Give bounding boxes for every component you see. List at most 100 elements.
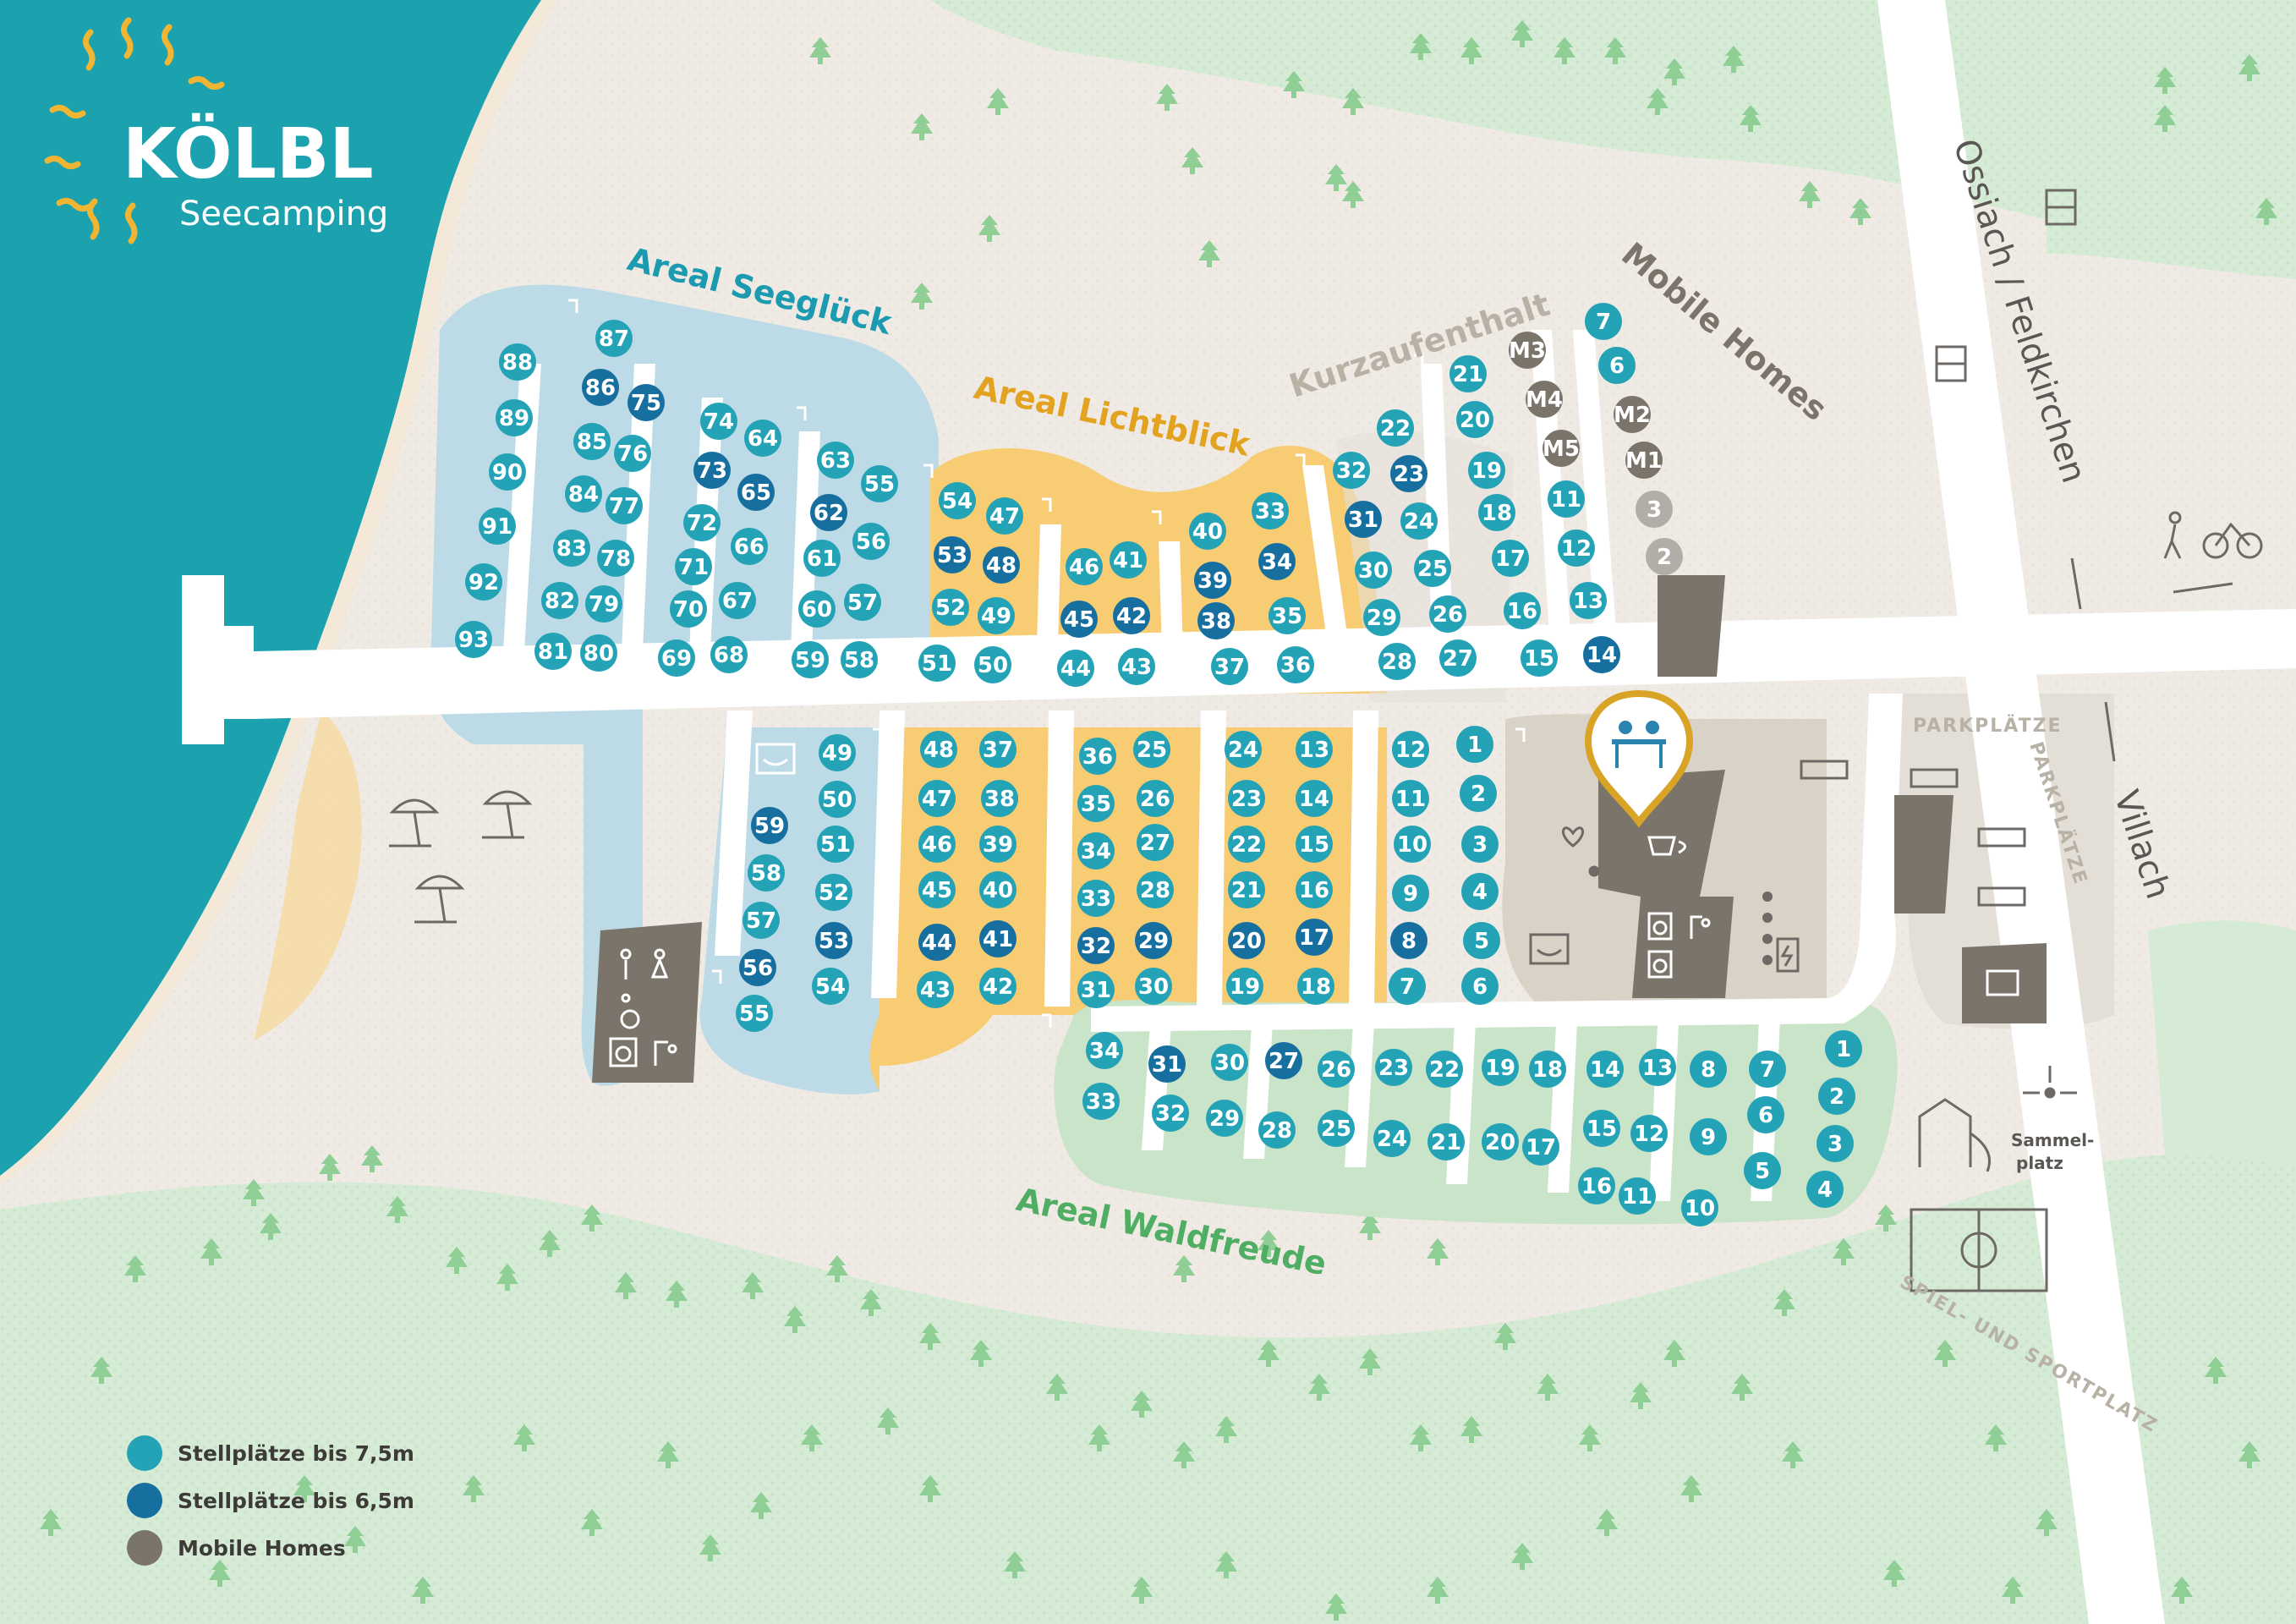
pitch-seeglueck-55[interactable]: 55	[861, 465, 898, 502]
pitch-marker[interactable]	[1439, 639, 1477, 677]
pitch-waldfreude-24[interactable]: 24	[1373, 1120, 1411, 1157]
pitch-marker[interactable]	[1749, 1051, 1786, 1088]
pitch-lichtblick_south-44[interactable]: 44	[918, 924, 956, 961]
pitch-marker[interactable]	[1226, 968, 1263, 1005]
pitch-waldfreude-7[interactable]: 7	[1749, 1051, 1786, 1088]
pitch-waldfreude-34[interactable]: 34	[1086, 1032, 1123, 1069]
pitch-marker[interactable]	[744, 420, 781, 457]
pitch-marker[interactable]	[983, 546, 1020, 584]
pitch-seeglueck-91[interactable]: 91	[479, 508, 516, 545]
pitch-waldfreude-16[interactable]: 16	[1578, 1167, 1615, 1204]
pitch-marker[interactable]	[934, 536, 971, 573]
pitch-waldfreude-15[interactable]: 15	[1583, 1110, 1620, 1147]
pitch-marker[interactable]	[1460, 775, 1497, 812]
pitch-marker[interactable]	[1077, 832, 1115, 870]
pitch-kurzaufenthalt-M1[interactable]: M1	[1625, 442, 1663, 479]
pitch-marker[interactable]	[1586, 1051, 1624, 1088]
pitch-marker[interactable]	[606, 487, 643, 524]
pitch-marker[interactable]	[979, 731, 1016, 768]
pitch-lichtblick_south-18[interactable]: 18	[1297, 968, 1334, 1005]
pitch-waldfreude-9[interactable]: 9	[1690, 1118, 1727, 1155]
pitch-waldfreude-19[interactable]: 19	[1482, 1049, 1519, 1086]
pitch-waldfreude-5[interactable]: 5	[1744, 1152, 1781, 1189]
pitch-seeglueck-77[interactable]: 77	[606, 487, 643, 524]
pitch-marker[interactable]	[1394, 826, 1431, 863]
pitch-lichtblick-41[interactable]: 41	[1110, 541, 1147, 579]
pitch-seeglueck_south-49[interactable]: 49	[819, 734, 856, 771]
pitch-seeglueck-80[interactable]: 80	[580, 634, 617, 672]
pitch-waldfreude-22[interactable]: 22	[1426, 1051, 1463, 1088]
pitch-marker[interactable]	[1825, 1030, 1862, 1067]
pitch-lichtblick-36[interactable]: 36	[1277, 646, 1314, 683]
pitch-marker[interactable]	[1806, 1171, 1844, 1208]
pitch-marker[interactable]	[1297, 968, 1334, 1005]
pitch-waldfreude-31[interactable]: 31	[1148, 1045, 1186, 1083]
pitch-marker[interactable]	[1318, 1051, 1355, 1088]
pitch-marker[interactable]	[1390, 922, 1427, 959]
pitch-waldfreude-13[interactable]: 13	[1639, 1049, 1676, 1086]
pitch-marker[interactable]	[1526, 381, 1563, 418]
pitch-marker[interactable]	[1060, 601, 1098, 638]
pitch-marker[interactable]	[1614, 396, 1651, 433]
pitch-marker[interactable]	[1509, 332, 1546, 369]
pitch-marker[interactable]	[978, 597, 1015, 634]
pitch-marker[interactable]	[595, 320, 633, 357]
pitch-lichtblick_south-42[interactable]: 42	[979, 968, 1016, 1005]
pitch-marker[interactable]	[739, 949, 776, 986]
pitch-marker[interactable]	[1598, 347, 1636, 384]
pitch-seeglueck_south-59[interactable]: 59	[751, 807, 788, 844]
pitch-marker[interactable]	[1077, 927, 1115, 964]
pitch-seeglueck_south-54[interactable]: 54	[812, 968, 849, 1005]
pitch-lichtblick-34[interactable]: 34	[1258, 543, 1296, 580]
pitch-lichtblick-50[interactable]: 50	[974, 646, 1011, 683]
pitch-lichtblick_south-20[interactable]: 20	[1228, 922, 1265, 959]
pitch-marker[interactable]	[1194, 562, 1231, 599]
pitch-marker[interactable]	[1744, 1152, 1781, 1189]
pitch-marker[interactable]	[700, 403, 737, 440]
pitch-marker[interactable]	[580, 634, 617, 672]
pitch-lichtblick_south-25[interactable]: 25	[1133, 731, 1170, 768]
pitch-marker[interactable]	[1690, 1051, 1727, 1088]
pitch-marker[interactable]	[852, 523, 890, 560]
pitch-marker[interactable]	[803, 540, 841, 577]
pitch-waldfreude-18[interactable]: 18	[1529, 1051, 1566, 1088]
pitch-marker[interactable]	[986, 497, 1023, 535]
pitch-marker[interactable]	[1296, 826, 1333, 863]
pitch-marker[interactable]	[918, 826, 956, 863]
pitch-marker[interactable]	[1630, 1115, 1668, 1152]
pitch-marker[interactable]	[1137, 780, 1174, 817]
pitch-marker[interactable]	[918, 780, 956, 817]
pitch-marker[interactable]	[736, 995, 773, 1032]
pitch-lichtblick_south-29[interactable]: 29	[1135, 922, 1172, 959]
pitch-kurzaufenthalt-M5[interactable]: M5	[1543, 430, 1580, 467]
pitch-marker[interactable]	[597, 540, 634, 577]
pitch-marker[interactable]	[1818, 1078, 1855, 1115]
pitch-marker[interactable]	[918, 645, 956, 682]
pitch-east_south-12[interactable]: 12	[1392, 731, 1429, 768]
pitch-marker[interactable]	[479, 508, 516, 545]
pitch-kurzaufenthalt-30[interactable]: 30	[1355, 551, 1392, 589]
pitch-seeglueck-86[interactable]: 86	[582, 369, 619, 406]
pitch-lichtblick_south-21[interactable]: 21	[1228, 871, 1265, 908]
pitch-east_south-1[interactable]: 1	[1456, 726, 1493, 763]
pitch-lichtblick_south-46[interactable]: 46	[918, 826, 956, 863]
pitch-marker[interactable]	[683, 504, 721, 541]
pitch-marker[interactable]	[748, 854, 785, 892]
pitch-marker[interactable]	[743, 902, 780, 939]
pitch-marker[interactable]	[939, 482, 976, 519]
pitch-marker[interactable]	[1363, 599, 1400, 636]
pitch-marker[interactable]	[693, 452, 731, 489]
pitch-marker[interactable]	[1636, 491, 1673, 528]
pitch-waldfreude-2[interactable]: 2	[1818, 1078, 1855, 1115]
pitch-marker[interactable]	[1086, 1032, 1123, 1069]
pitch-lichtblick-44[interactable]: 44	[1057, 650, 1094, 687]
pitch-marker[interactable]	[815, 922, 852, 959]
pitch-waldfreude-17[interactable]: 17	[1522, 1128, 1559, 1166]
pitch-marker[interactable]	[1228, 780, 1265, 817]
pitch-marker[interactable]	[1082, 1083, 1120, 1120]
pitch-lichtblick_south-32[interactable]: 32	[1077, 927, 1115, 964]
pitch-marker[interactable]	[1449, 355, 1487, 392]
pitch-lichtblick_south-35[interactable]: 35	[1077, 785, 1115, 822]
pitch-marker[interactable]	[812, 968, 849, 1005]
pitch-marker[interactable]	[1529, 1051, 1566, 1088]
